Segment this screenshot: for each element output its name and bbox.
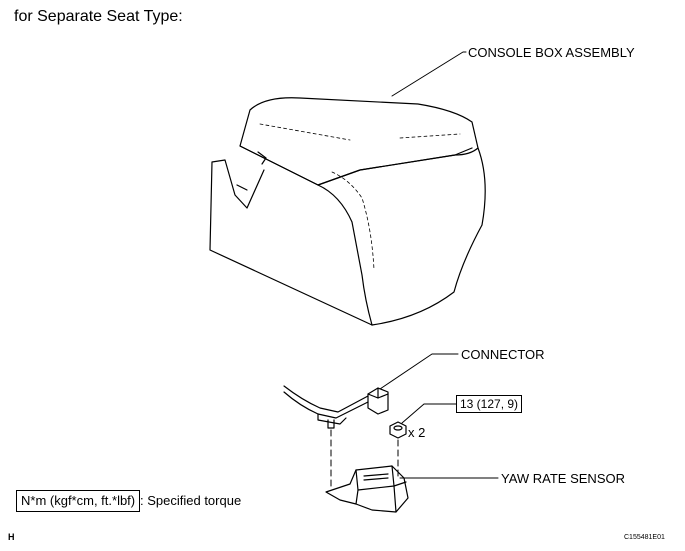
console-box-assembly-drawing bbox=[209, 97, 486, 326]
yaw-rate-sensor-label: YAW RATE SENSOR bbox=[501, 471, 625, 486]
figure-id: C155481E01 bbox=[624, 534, 665, 541]
quantity-label: x 2 bbox=[408, 425, 426, 440]
corner-mark: H bbox=[8, 532, 15, 542]
console-box-assembly-label: CONSOLE BOX ASSEMBLY bbox=[468, 45, 635, 60]
yaw-rate-sensor-drawing bbox=[325, 465, 409, 513]
connector-drawing bbox=[367, 387, 389, 415]
page-heading: for Separate Seat Type: bbox=[14, 8, 183, 25]
torque-spec-box: 13 (127, 9) bbox=[456, 395, 523, 413]
torque-unit-legend-box: N*m (kgf*cm, ft.*lbf) bbox=[16, 490, 141, 512]
torque-legend-description: : Specified torque bbox=[140, 493, 242, 508]
floor-bracket-drawing bbox=[283, 385, 369, 425]
nut-drawing bbox=[389, 421, 407, 439]
connector-label: CONNECTOR bbox=[461, 347, 545, 362]
